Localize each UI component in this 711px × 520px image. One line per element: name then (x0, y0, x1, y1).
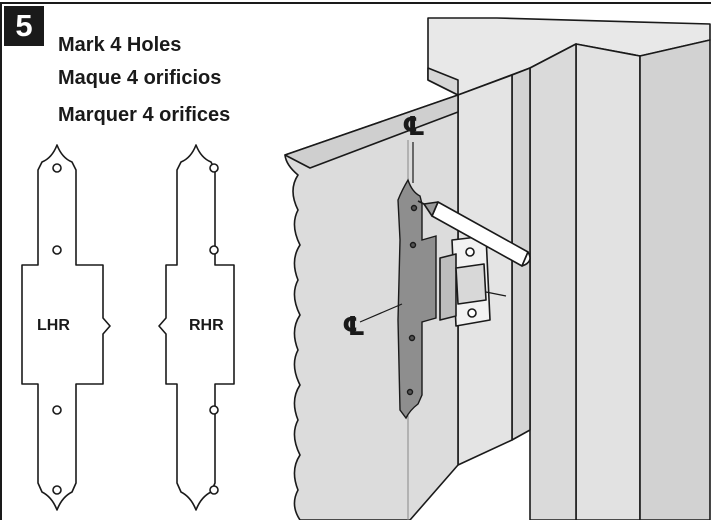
hinge-plate (397, 178, 437, 420)
top-border (0, 2, 711, 4)
pencil (417, 200, 531, 267)
rhr-template (158, 144, 235, 511)
lhr-label: LHR (37, 317, 70, 334)
title-english: Mark 4 Holes (58, 34, 182, 56)
title-spanish: Maque 4 orificios (58, 67, 222, 89)
lhr-template (21, 144, 111, 511)
hinge-bracket (439, 235, 507, 327)
centerline-symbol-top: ℄ (402, 112, 426, 142)
centerline-leaders (359, 142, 414, 323)
left-border (0, 2, 2, 520)
step-number-badge: 5 (4, 6, 44, 46)
rhr-label: RHR (189, 317, 224, 334)
door-frame (284, 17, 711, 520)
centerline-symbol-side: ℄ (342, 312, 366, 342)
title-french: Marquer 4 orifices (58, 104, 231, 126)
